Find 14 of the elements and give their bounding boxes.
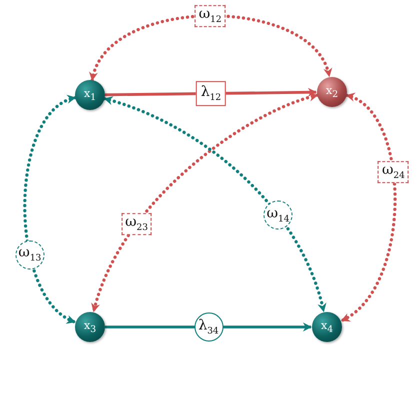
- sphere-node: x$_{1}$: [75, 80, 105, 110]
- arrow: [340, 94, 397, 322]
- arrow: [90, 14, 331, 82]
- edge-label: ω$_{14}$: [264, 200, 293, 230]
- sphere-node: x$_{4}$: [312, 312, 342, 342]
- edge-label: ω$_{12}$: [194, 4, 226, 27]
- sphere-node: x$_{3}$: [75, 312, 105, 342]
- edge-label: λ$_{34}$: [194, 312, 223, 342]
- arrow: [23, 96, 77, 324]
- edge-label: λ$_{12}$: [196, 80, 226, 106]
- edge-label: ω$_{23}$: [121, 213, 152, 235]
- edge-label: ω$_{24}$: [378, 161, 409, 184]
- edge-label: ω$_{13}$: [15, 240, 44, 270]
- sphere-node: x$_{2}$: [317, 77, 347, 107]
